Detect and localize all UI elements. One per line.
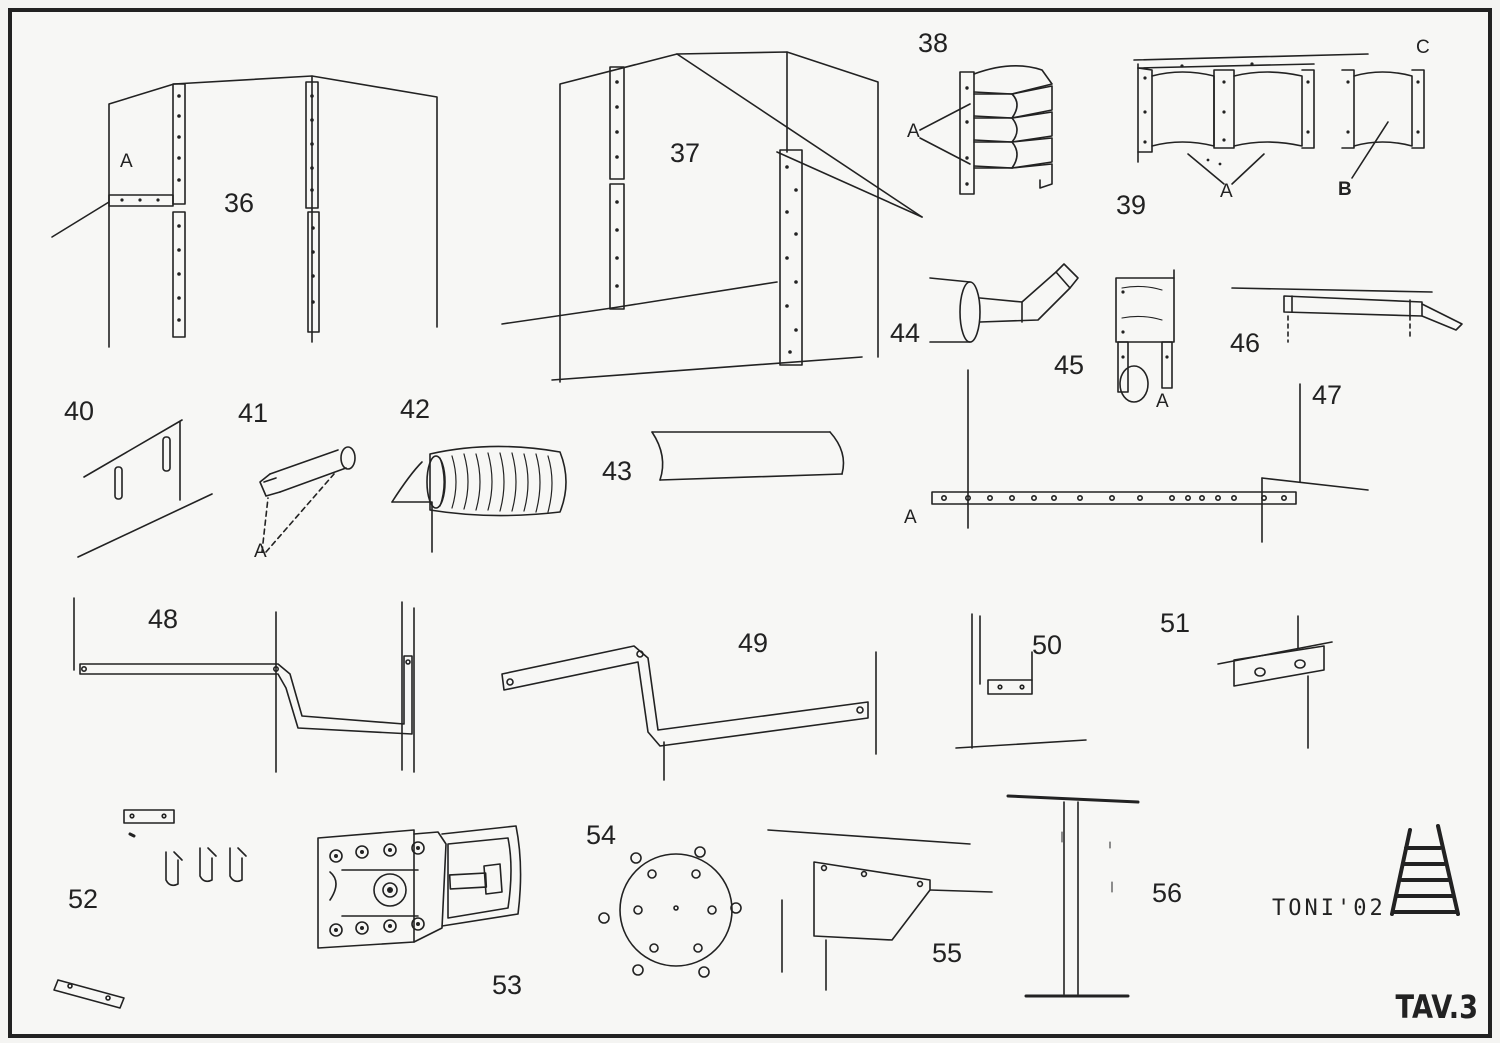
figure-42-drawing <box>391 445 567 553</box>
figure-42-label: 42 <box>400 394 431 424</box>
figure-43-label: 43 <box>602 456 633 486</box>
figure-40-label: 40 <box>64 396 95 426</box>
figure-37-drawing <box>501 51 923 383</box>
figure-39-part-c: C <box>1416 37 1430 58</box>
figure-52-drawing <box>53 809 247 1009</box>
figure-48-label: 48 <box>148 604 179 634</box>
figure-47-part-a: A <box>904 507 917 528</box>
figure-51-drawing <box>1217 615 1333 749</box>
figure-41-part-a: A <box>254 541 267 562</box>
figure-56-drawing <box>1006 794 1140 998</box>
figure-54-label: 54 <box>586 820 617 850</box>
figure-40-drawing <box>77 419 213 558</box>
figure-52-label: 52 <box>68 884 99 914</box>
figure-39-drawing <box>1133 53 1425 185</box>
figure-36-label: 36 <box>224 188 255 218</box>
figure-49-label: 49 <box>738 628 769 658</box>
figure-36-drawing <box>51 75 438 348</box>
figure-46-label: 46 <box>1230 328 1261 358</box>
figure-36-part-a: A <box>120 151 133 172</box>
figure-37-label: 37 <box>670 138 701 168</box>
figure-41-label: 41 <box>238 398 269 428</box>
technical-drawing <box>51 51 1463 1009</box>
drawing-sheet: 36 A 37 38 A 39 A B C 40 41 A 42 43 44 4… <box>8 8 1492 1038</box>
figure-44-drawing <box>929 263 1079 343</box>
figure-55-drawing <box>767 829 993 991</box>
figure-45-label: 45 <box>1054 350 1085 380</box>
figure-38-label: 38 <box>918 28 949 58</box>
figure-39-label: 39 <box>1116 190 1147 220</box>
figure-56-label: 56 <box>1152 878 1183 908</box>
figure-45-part-a: A <box>1156 391 1169 412</box>
figure-47-drawing <box>931 369 1369 543</box>
figure-43-drawing <box>651 431 845 481</box>
figure-50-label: 50 <box>1032 630 1063 660</box>
plate-title: TAV.3 <box>1395 988 1478 1026</box>
figure-39-part-b: B <box>1338 179 1352 200</box>
figure-44-label: 44 <box>890 318 921 348</box>
figure-38-drawing <box>919 65 1053 195</box>
ladder-logo <box>1390 824 1460 916</box>
figure-41-drawing <box>259 446 356 553</box>
figure-54-drawing <box>598 846 742 978</box>
artist-signature: TONI'02 <box>1272 896 1386 921</box>
figure-39-part-a: A <box>1220 181 1233 202</box>
figure-46-drawing <box>1231 287 1463 343</box>
figure-45-drawing <box>1115 269 1175 403</box>
figure-50-drawing <box>955 613 1087 749</box>
figure-55-label: 55 <box>932 938 963 968</box>
figure-53-drawing <box>317 825 522 949</box>
figure-49-drawing <box>501 645 877 781</box>
figure-53-label: 53 <box>492 970 523 1000</box>
figure-51-label: 51 <box>1160 608 1191 638</box>
figure-38-part-a: A <box>907 121 920 142</box>
figure-48-drawing <box>73 597 415 773</box>
figure-47-label: 47 <box>1312 380 1343 410</box>
